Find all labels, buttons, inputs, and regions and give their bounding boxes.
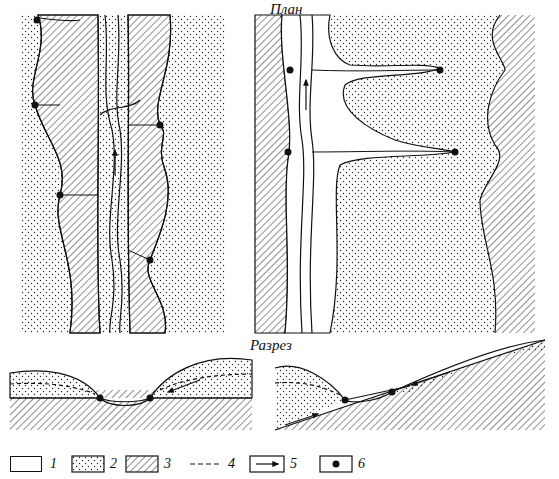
sand-area xyxy=(20,15,225,333)
river xyxy=(117,15,122,333)
spring-line xyxy=(35,105,160,260)
flow-arrow xyxy=(285,414,318,425)
hatch-band-bg xyxy=(33,15,100,333)
legend-number: 3 xyxy=(164,457,171,471)
sand-area xyxy=(255,15,535,333)
clay-band xyxy=(33,15,100,333)
layer-boundary xyxy=(275,340,545,430)
legend-box xyxy=(250,456,284,472)
clay-band xyxy=(128,15,171,333)
legend-dash xyxy=(190,463,222,464)
section-label: План xyxy=(270,2,303,17)
flow-arrow xyxy=(305,80,306,110)
flow-arrow xyxy=(412,372,450,385)
legend-number: 6 xyxy=(358,457,365,471)
layer-boundary xyxy=(345,386,410,400)
river xyxy=(310,15,314,333)
legend-number: 4 xyxy=(228,457,235,471)
legend-arrow xyxy=(256,463,278,464)
legend-number: 5 xyxy=(290,457,297,471)
legend-swatch xyxy=(10,456,42,472)
water-table xyxy=(10,374,252,394)
section-label: Разрез xyxy=(250,338,292,353)
water-table xyxy=(275,383,340,396)
stream xyxy=(100,100,140,115)
legend-number: 2 xyxy=(110,457,117,471)
spring-dots xyxy=(32,17,459,468)
hatch-band-bg xyxy=(128,15,171,333)
ground xyxy=(345,340,545,402)
river xyxy=(299,15,303,333)
spring-line xyxy=(312,70,455,152)
legend-sand xyxy=(72,456,104,472)
flow-arrow xyxy=(114,150,115,175)
flow-arrow xyxy=(168,380,200,392)
river xyxy=(105,15,114,333)
valley xyxy=(281,15,455,333)
stream xyxy=(40,18,80,21)
ground xyxy=(275,366,345,400)
legend-number: 1 xyxy=(50,457,57,471)
legend-clay xyxy=(126,456,158,472)
clay-top xyxy=(10,398,252,406)
legend-box xyxy=(320,456,352,472)
